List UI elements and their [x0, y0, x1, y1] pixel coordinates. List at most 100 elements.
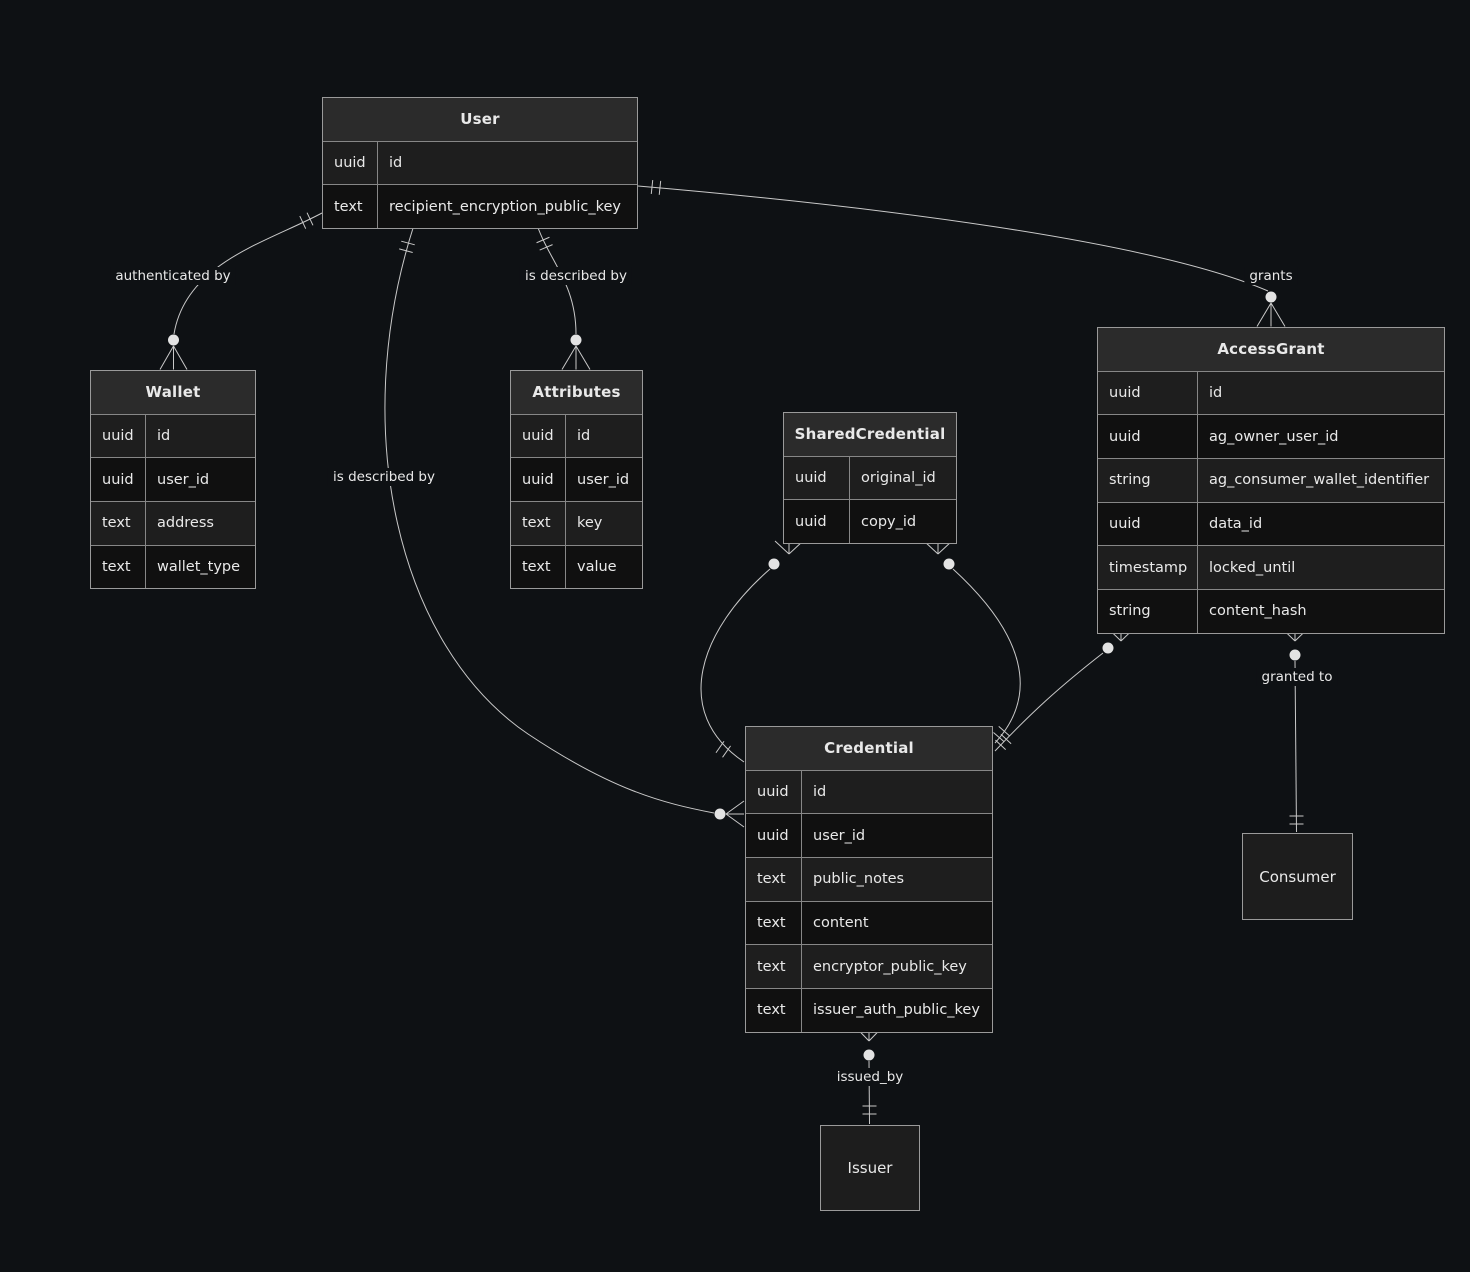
attribute-row: text value [511, 544, 642, 589]
attr-type: uuid [511, 414, 566, 458]
relationship-label-is-described-by-attributes: is described by [519, 267, 633, 285]
attr-name: data_id [1209, 516, 1263, 533]
entity-user-title: User [323, 98, 637, 141]
zero-many-circle [570, 334, 582, 346]
zero-many-circle [768, 558, 780, 570]
attribute-row: timestamp locked_until [1098, 545, 1444, 590]
relationship-label-issued-by: issued_by [831, 1068, 909, 1086]
entity-access-grant-title: AccessGrant [1098, 328, 1444, 371]
attr-type: text [746, 989, 802, 1032]
entity-user: User uuid id text recipient_encryption_p… [322, 97, 638, 230]
entity-credential-title: Credential [746, 727, 992, 770]
attr-name: ag_consumer_wallet_identifier [1209, 472, 1430, 489]
attribute-row: uuid id [91, 413, 255, 458]
attribute-row: text recipient_encryption_public_key [323, 184, 637, 229]
attr-name: id [577, 428, 591, 445]
zero-many-circle [1265, 291, 1277, 303]
attribute-row: uuid copy_id [784, 499, 956, 544]
attr-type: string [1098, 459, 1198, 502]
attr-name: locked_until [1209, 559, 1296, 576]
attribute-row: string content_hash [1098, 589, 1444, 633]
attr-name: id [389, 155, 403, 172]
attr-type: uuid [784, 500, 850, 544]
attr-type: string [1098, 590, 1198, 633]
attr-type: text [323, 185, 378, 229]
attr-type: uuid [1098, 415, 1198, 459]
attribute-row: text content [746, 900, 992, 945]
entity-wallet: Wallet uuid id uuid user_id text address… [90, 370, 256, 590]
attribute-row: text key [511, 501, 642, 545]
attr-name: issuer_auth_public_key [813, 1002, 980, 1019]
attribute-row: text address [91, 501, 255, 545]
attr-type: uuid [784, 456, 850, 500]
attribute-row: text issuer_auth_public_key [746, 988, 992, 1032]
edge-user-credential [384, 224, 745, 828]
relationship-label-is-described-by-credential: is described by [327, 468, 441, 486]
entity-access-grant: AccessGrant uuid id uuid ag_owner_user_i… [1097, 327, 1445, 634]
attr-name: user_id [813, 827, 866, 844]
attr-name: id [1209, 385, 1223, 402]
edge-accessgrant-consumer [1280, 627, 1310, 833]
attr-name: wallet_type [157, 559, 241, 576]
attr-name: content [813, 915, 869, 932]
attr-name: public_notes [813, 871, 905, 888]
entity-wallet-title: Wallet [91, 371, 255, 414]
attribute-row: text encryptor_public_key [746, 944, 992, 989]
one-marker [536, 236, 554, 251]
node-issuer-label: Issuer [847, 1159, 893, 1177]
attribute-row: text public_notes [746, 857, 992, 901]
node-issuer: Issuer [820, 1125, 920, 1211]
attr-type: text [91, 502, 146, 545]
entity-shared-credential: SharedCredential uuid original_id uuid c… [783, 412, 957, 545]
attr-name: id [813, 784, 827, 801]
zero-many-circle [1102, 642, 1114, 654]
attr-name: encryptor_public_key [813, 958, 967, 975]
zero-many-circle [863, 1049, 875, 1061]
entity-credential: Credential uuid id uuid user_id text pub… [745, 726, 993, 1033]
attribute-row: uuid id [1098, 370, 1444, 415]
attr-name: value [577, 559, 617, 576]
crow-foot [159, 345, 188, 370]
zero-many-circle [714, 808, 726, 820]
attr-type: text [91, 545, 146, 589]
attr-name: copy_id [861, 513, 917, 530]
node-consumer-label: Consumer [1259, 867, 1336, 886]
attribute-row: string ag_consumer_wallet_identifier [1098, 458, 1444, 502]
attr-name: address [157, 515, 214, 532]
attr-type: uuid [746, 770, 802, 814]
attribute-row: uuid id [746, 769, 992, 814]
attr-type: uuid [323, 141, 378, 185]
zero-many-circle [1289, 649, 1301, 661]
entity-attributes-title: Attributes [511, 371, 642, 414]
attr-type: timestamp [1098, 546, 1198, 590]
attr-name: user_id [577, 471, 630, 488]
entity-shared-credential-title: SharedCredential [784, 413, 956, 456]
relationship-label-authenticated-by: authenticated by [110, 267, 236, 285]
edge-accessgrant-credential [994, 627, 1136, 752]
relationship-label-granted-to: granted to [1256, 668, 1338, 686]
attr-name: original_id [861, 470, 936, 487]
attr-type: uuid [1098, 502, 1198, 546]
attribute-row: text wallet_type [91, 544, 255, 589]
attr-name: key [577, 515, 603, 532]
edge-user-wallet [159, 212, 323, 370]
attribute-row: uuid ag_owner_user_id [1098, 414, 1444, 459]
attr-type: uuid [511, 458, 566, 502]
attr-type: text [746, 901, 802, 945]
attr-type: text [746, 945, 802, 989]
attr-type: text [746, 858, 802, 901]
zero-many-circle [168, 334, 179, 346]
attribute-row: uuid id [511, 413, 642, 458]
attr-name: id [157, 428, 171, 445]
attribute-row: uuid original_id [784, 455, 956, 500]
attr-type: text [511, 502, 566, 545]
attr-type: uuid [91, 414, 146, 458]
crow-foot [561, 345, 591, 370]
attr-type: uuid [746, 814, 802, 858]
edge-user-attributes [536, 224, 591, 370]
attribute-row: uuid id [323, 140, 637, 185]
attribute-row: uuid user_id [91, 457, 255, 502]
attr-type: uuid [1098, 371, 1198, 415]
